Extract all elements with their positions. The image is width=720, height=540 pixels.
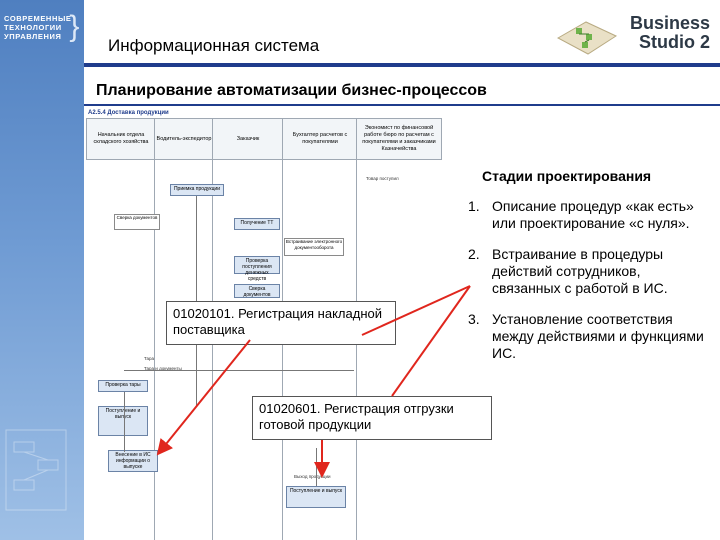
process-box: Получение ТТ	[234, 218, 280, 230]
callout-registration-shipment: 01020601. Регистрация отгрузки готовой п…	[252, 396, 492, 440]
diagram-sheet-title: А2.5.4 Доставка продукции	[88, 110, 169, 116]
lane-header-5: Экономист по финансовой работе бюро по р…	[356, 118, 442, 160]
lane-header-4: Бухгалтер расчетов с покупателями	[282, 118, 358, 160]
brand-line-2: ТЕХНОЛОГИИ	[4, 23, 62, 32]
flow-line	[316, 448, 317, 486]
stage-item: 1. Описание процедур «как есть» или прое…	[468, 198, 708, 232]
stage-number: 3.	[468, 311, 480, 327]
callout-registration-invoice: 01020101. Регистрация накладной поставщи…	[166, 301, 396, 345]
logo-text-line-2: Studio 2	[639, 32, 710, 52]
brand-line-3: УПРАВЛЕНИЯ	[4, 32, 62, 41]
brand-brace-icon: }	[69, 10, 80, 43]
business-studio-logo: Business Studio 2	[552, 8, 712, 60]
logo-text-line-1: Business	[629, 13, 710, 33]
process-event: Товар поступил	[366, 176, 399, 181]
process-box: Приемка продукции	[170, 184, 224, 196]
lane-header-1: Начальник отдела складского хозяйства	[86, 118, 156, 160]
process-document: Встраивание электронного документооборот…	[284, 238, 344, 256]
process-box: Поступление и выпуск	[286, 486, 346, 508]
process-box: Внесение в ИС информации о выпуске	[108, 450, 158, 472]
brand-logo: СОВРЕМЕННЫЕ ТЕХНОЛОГИИ УПРАВЛЕНИЯ }	[4, 10, 80, 43]
flow-line	[124, 392, 125, 452]
process-box: Сверка документов	[234, 284, 280, 298]
stage-text: Встраивание в процедуры действий сотрудн…	[492, 246, 668, 296]
process-box: Поступление и выпуск	[98, 406, 148, 436]
stage-item: 3. Установление соответствия между дейст…	[468, 311, 708, 362]
stage-item: 2. Встраивание в процедуры действий сотр…	[468, 246, 708, 297]
decorative-diagram-icon	[5, 429, 67, 511]
lane-header-2: Водитель-экспедитор	[154, 118, 214, 160]
header-title: Информационная система	[108, 36, 320, 55]
lane-header-3: Заказчик	[212, 118, 284, 160]
stage-number: 1.	[468, 198, 480, 214]
stage-text: Установление соответствия между действия…	[492, 311, 704, 361]
subtitle-divider	[84, 104, 720, 106]
process-box: Проверка тары	[98, 380, 148, 392]
process-box: Проверка поступления денежных средств	[234, 256, 280, 282]
stages-list: 1. Описание процедур «как есть» или прое…	[468, 198, 708, 376]
stage-text: Описание процедур «как есть» или проекти…	[492, 198, 694, 231]
process-event: Тара	[144, 356, 155, 361]
stage-number: 2.	[468, 246, 480, 262]
flow-line	[124, 370, 354, 371]
left-sidebar-band: СОВРЕМЕННЫЕ ТЕХНОЛОГИИ УПРАВЛЕНИЯ }	[0, 0, 84, 540]
process-event: Выход продукции	[294, 474, 331, 479]
brand-line-1: СОВРЕМЕННЫЕ	[4, 14, 72, 23]
slide-subtitle: Планирование автоматизации бизнес-процес…	[96, 82, 487, 99]
lane-divider	[154, 118, 155, 540]
process-document: Сверка документов	[114, 214, 160, 230]
stages-title: Стадии проектирования	[482, 168, 652, 184]
logo-emblem-icon	[556, 21, 618, 55]
header-divider	[84, 63, 720, 67]
